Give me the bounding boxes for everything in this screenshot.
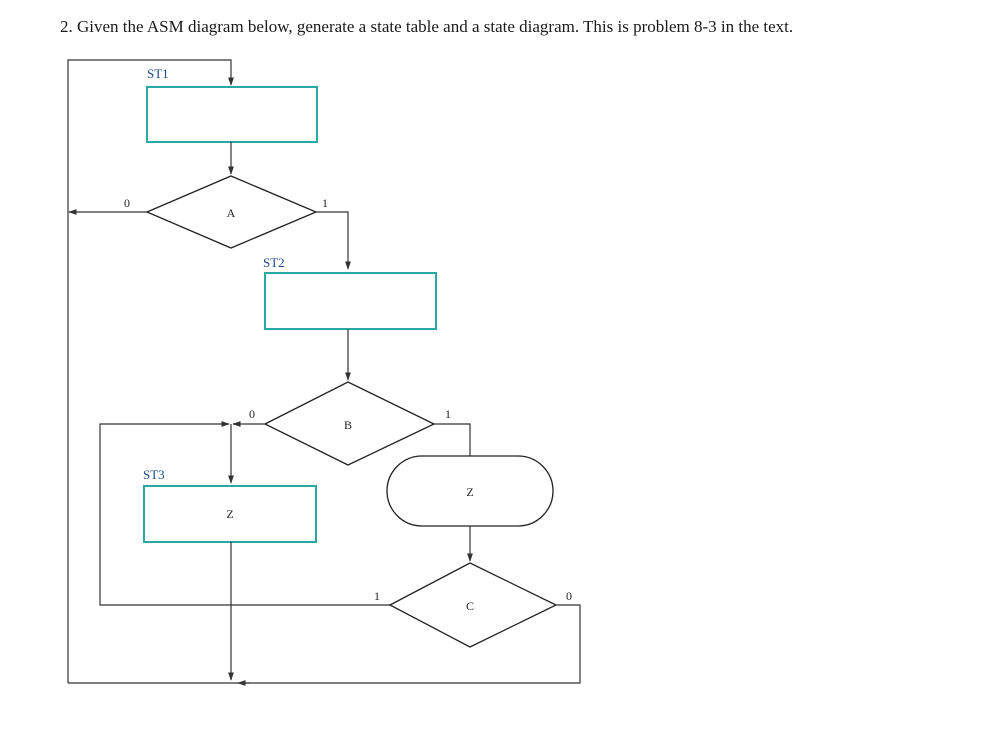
state-st3-box — [143, 485, 317, 543]
arrow-a-true-to-st2 — [316, 211, 351, 270]
decision-b-true-label: 1 — [445, 407, 451, 421]
feedback-path-to-st1 — [67, 59, 234, 683]
decision-b-input: B — [344, 418, 352, 432]
decision-c-false-label: 0 — [566, 589, 572, 603]
state-st1-name: ST1 — [147, 66, 169, 81]
conditional-output-z-label: Z — [466, 485, 473, 499]
state-st2-box — [264, 272, 437, 330]
decision-c-input: C — [466, 599, 474, 613]
arrow-c-true-loop — [99, 421, 390, 606]
state-st3-output: Z — [226, 507, 233, 521]
decision-a-false-label: 0 — [124, 196, 130, 210]
state-st3-name: ST3 — [143, 467, 165, 482]
question-text: 2. Given the ASM diagram below, generate… — [60, 17, 794, 36]
arrow-c-false-return — [68, 604, 581, 684]
arrow-b-true-to-z — [434, 423, 471, 456]
decision-a-true-label: 1 — [322, 196, 328, 210]
decision-a-input: A — [227, 206, 236, 220]
decision-c-true-label: 1 — [374, 589, 380, 603]
decision-b-false-label: 0 — [249, 407, 255, 421]
state-st1-box — [146, 86, 318, 143]
state-st2-name: ST2 — [263, 255, 285, 270]
